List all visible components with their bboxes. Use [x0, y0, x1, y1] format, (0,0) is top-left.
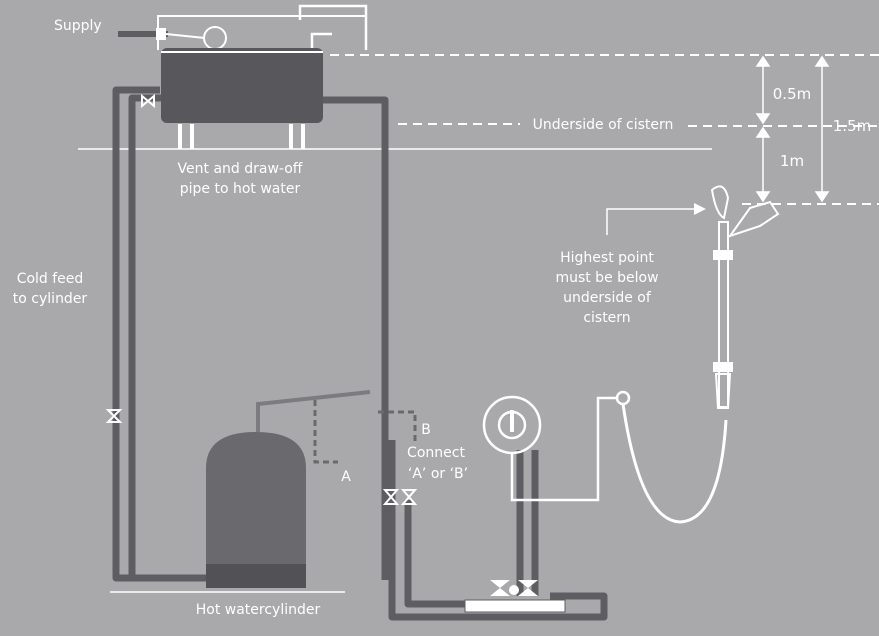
vent-label-line1: Vent and draw-off — [178, 161, 303, 177]
cylinder-label: Hot watercylinder — [196, 602, 321, 618]
riser-bracket-top — [713, 250, 733, 260]
highest-point-pointer — [606, 203, 706, 235]
floor-lines — [78, 148, 712, 593]
connection-options — [313, 400, 417, 464]
riser-bracket-bottom — [713, 362, 733, 372]
mixer-valve-left-icon — [490, 580, 510, 596]
vent-label-line2: pipe to hot water — [180, 181, 301, 197]
connection-b-label: B — [421, 422, 431, 438]
pointer-line — [606, 208, 702, 235]
shower-hose — [621, 403, 728, 524]
isolating-valves — [105, 93, 418, 505]
shower-control — [482, 390, 728, 524]
arrowhead-up — [755, 126, 771, 138]
dimension-lower-label: 1m — [780, 152, 804, 170]
cylinder-pipework — [256, 390, 371, 432]
hot-to-valve-pipe — [404, 500, 498, 608]
shower-head-icon — [727, 200, 780, 238]
underside-label: Underside of cistern — [533, 117, 674, 133]
arrowhead-up — [814, 55, 830, 67]
hot-water-cylinder — [206, 432, 306, 588]
shower-outlet-pipe — [510, 396, 618, 502]
supply-assembly — [118, 15, 365, 50]
cold-feed-inner-pipe — [128, 94, 165, 575]
arrowhead-down — [814, 191, 830, 203]
connection-b-dashed — [378, 410, 417, 445]
arrowhead-down — [755, 191, 771, 203]
tank-leg — [190, 124, 194, 149]
dimension-total-label: 1.5m — [833, 117, 871, 135]
float-arm — [165, 33, 206, 39]
wall-outlet-icon — [615, 390, 631, 406]
cylinder-top-pipe — [256, 390, 371, 432]
connection-a-label: A — [341, 469, 351, 485]
dimension-upper-label: 0.5m — [773, 85, 811, 103]
highest-point-line3: underside of — [563, 290, 652, 306]
arrowhead-down — [755, 113, 771, 125]
supply-label: Supply — [54, 18, 102, 34]
overflow-pipe-outline — [310, 32, 332, 50]
mixer-center-icon — [509, 585, 519, 595]
tank-leg — [301, 124, 305, 149]
tank-leg — [178, 124, 182, 149]
mixer-valve-bar — [464, 580, 566, 613]
mixer-bar-plate — [464, 599, 566, 613]
text-labels: Supply Vent and draw-off pipe to hot wat… — [13, 18, 871, 618]
float-ball-icon — [203, 26, 227, 50]
highest-point-line1: Highest point — [560, 250, 654, 266]
arrowhead-up — [755, 55, 771, 67]
pointer-arrowhead — [694, 203, 706, 215]
isolating-valve-a-icon — [382, 489, 400, 505]
cold-mains-to-valve-pipe — [388, 440, 608, 621]
shower-riser — [710, 185, 780, 409]
tank-leg — [289, 124, 293, 149]
vent-pipe-outline — [298, 4, 368, 50]
highest-point-line2: must be below — [555, 270, 658, 286]
isolating-valve-b-icon — [400, 489, 418, 505]
supply-valve-body — [156, 28, 166, 40]
mixer-valve-right-icon — [518, 580, 538, 596]
hot-supply-pipe — [322, 96, 389, 580]
cylinder-body — [206, 432, 306, 588]
hand-grip — [714, 373, 732, 409]
vent-pipe — [298, 4, 368, 50]
tank-body — [161, 48, 323, 123]
riser-rail — [718, 221, 729, 408]
cylinder-base — [206, 564, 306, 588]
tank-outlet-valve-icon — [141, 93, 155, 109]
cold-feed-label-line2: to cylinder — [13, 291, 88, 307]
connection-a-dashed — [313, 400, 338, 464]
connect-label-line1: Connect — [407, 445, 465, 461]
cold-water-tank — [161, 48, 323, 149]
cold-feed-pipe — [112, 86, 210, 582]
dimension-arrows — [755, 55, 830, 203]
tank-lid-outline — [157, 15, 365, 50]
cold-feed-label-line1: Cold feed — [17, 271, 84, 287]
wall-bracket-hook — [710, 185, 730, 220]
connect-label-line2: ‘A’ or ‘B’ — [408, 466, 468, 482]
cold-feed-valve-icon — [105, 409, 123, 423]
highest-point-line4: cistern — [583, 310, 630, 326]
